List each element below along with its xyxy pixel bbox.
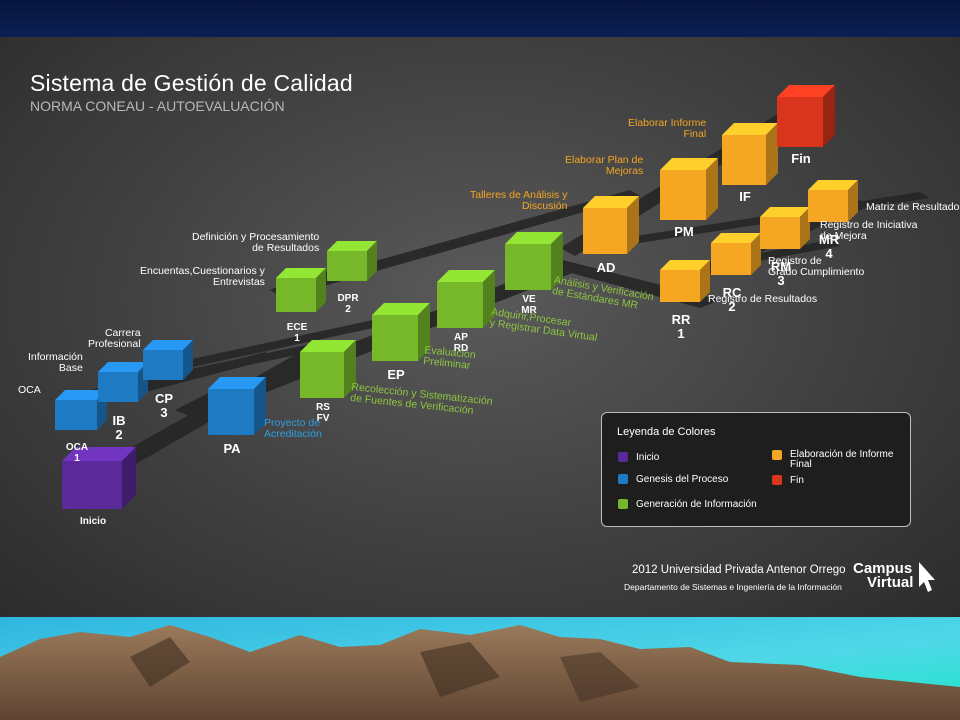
label-if: Elaborar Informe Final [628,117,707,140]
label-rm: Registro de Iniciativa de Mejora [820,219,918,242]
legend-swatch-genesis [618,474,628,484]
box-rsfv [300,340,356,398]
label-pa: Proyecto de Acreditación [264,417,322,440]
label-oca: OCA [18,384,41,396]
label-dpr: Definición y Procesamiento de Resultados [192,231,320,254]
box-fin [777,85,835,147]
box-label-dpr: DPR 2 [337,293,359,315]
box-label-mr: MR 4 [818,232,840,261]
slide-subtitle: NORMA CONEAU - AUTOEVALUACIÓN [30,98,285,114]
legend-swatch-generacion [618,499,628,509]
label-rc: Registro de Grado Cumplimiento [768,255,865,278]
process-diagram [55,85,930,509]
box-ece [276,268,326,312]
box-ad [583,196,639,254]
box-label-oca: OCA 1 [65,442,89,464]
label-mr: Matriz de Resultados [866,201,960,213]
box-if [722,123,778,185]
box-label-inicio: Inicio [79,516,107,527]
legend-title: Leyenda de Colores [617,426,716,438]
box-label-ib: IB 2 [112,413,126,442]
label-rr: Registro de Resultados [708,293,818,305]
label-ib: Información Base [28,351,83,374]
color-legend: Leyenda de Colores Inicio Genesis del Pr… [601,412,911,527]
box-pm [660,158,718,220]
box-dpr [327,241,377,281]
box-label-pm: PM [674,224,694,239]
label-pm: Elaborar Plan de Mejoras [565,154,644,177]
legend-item-genesis: Genesis del Proceso [636,474,729,485]
box-rr [660,260,710,302]
box-cp [143,340,193,380]
box-ep [372,303,430,361]
label-ece: Encuentas,Cuestionarios y Entrevistas [140,265,265,288]
box-rc [711,233,761,275]
box-label-rr: RR 1 [671,312,691,341]
box-vemr [505,232,563,290]
box-label-ece: ECE 1 [286,322,308,344]
box-inicio [62,447,136,509]
legend-item-generacion: Generación de Información [636,499,757,510]
box-label-if: IF [739,189,751,204]
credit-text: 2012 Universidad Privada Antenor Orrego [632,564,846,576]
legend-item-inicio: Inicio [636,452,660,463]
brand-line-2: Virtual [867,574,914,591]
box-label-vemr: VE MR [521,294,537,316]
legend-item-fin: Fin [790,475,804,486]
campus-virtual-logo: Campus Virtual [853,560,914,591]
cursor-arrow-icon [919,562,935,592]
box-rm [760,207,810,249]
label-cp: Carrera Profesional [88,327,141,350]
box-label-pa: PA [223,441,241,456]
box-label-ad: AD [596,260,616,275]
department-text: Departamento de Sistemas e Ingeniería de… [624,582,842,592]
legend-swatch-fin [772,475,782,485]
brand-line-1: Campus [853,560,913,577]
box-label-fin: Fin [791,151,811,166]
box-label-rc: RC 2 [722,285,742,314]
legend-swatch-inicio [618,452,628,462]
legend-swatch-elaboracion [772,450,782,460]
box-aprd [437,270,495,328]
top-banner [0,0,960,37]
box-mr [808,180,858,222]
legend-item-elaboracion: Elaboración de Informe Final [790,449,894,470]
mountain-landscape [0,617,960,720]
box-label-cp: CP 3 [154,391,174,420]
box-label-ep: EP [387,367,405,382]
label-ad: Talleres de Análisis y Discusión [470,189,568,212]
box-label-rsfv: RS FV [316,402,330,424]
box-label-aprd: AP RD [453,332,469,354]
slide-title: Sistema de Gestión de Calidad [30,70,353,96]
box-ib [98,362,148,402]
box-label-rm: RM 3 [770,259,792,288]
box-pa [208,377,266,435]
